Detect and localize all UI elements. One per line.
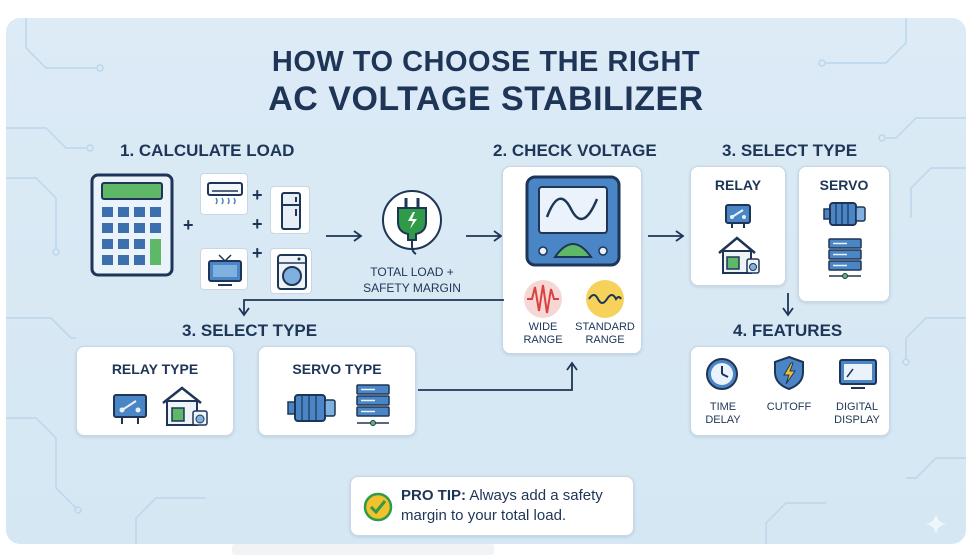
servo-type-card: SERVO TYPE [258,346,416,436]
shield-bolt-icon [774,355,804,391]
plus-operator: + [252,243,263,263]
voltmeter-icon [525,175,621,267]
standard-range-label-1: STANDARD [575,321,635,333]
arrow-connector [782,293,794,317]
plus-operator: + [252,214,263,234]
plus-operator: + [183,215,194,235]
motor-icon [823,202,866,226]
step-4-heading: 4. FEATURES [733,321,843,340]
relay-type-card: RELAY TYPE [76,346,234,436]
appliance-card [200,173,248,215]
features-card: TIME DELAY CUTOFF DIGITAL DISPLAY [690,346,890,436]
pro-tip-label: PRO TIP: [401,487,467,504]
check-icon [363,492,393,522]
motor-icon [287,394,336,422]
step-3-heading-right: 3. SELECT TYPE [722,141,858,160]
appliance-card [270,186,310,234]
wide-range-label-2: RANGE [523,334,563,346]
servo-card: SERVO [798,166,890,302]
sparkle-icon [925,513,947,535]
plug-icon [382,190,442,255]
plus-operator: + [252,185,263,205]
title-line-2: AC VOLTAGE STABILIZER [268,80,704,118]
check-voltage-card: WIDE RANGE STANDARD RANGE [502,166,642,354]
standard-wave-icon [586,280,624,318]
refrigerator-icon [281,192,301,230]
step-2-heading: 2. CHECK VOLTAGE [493,141,657,160]
pro-tip-line-2: margin to your total load. [401,507,567,524]
step-3-heading-left: 3. SELECT TYPE [182,321,318,340]
monitor-icon [839,359,877,389]
relay-icon [113,394,147,424]
relay-card: RELAY [690,166,786,286]
appliance-card [270,248,312,294]
air-conditioner-icon [207,182,243,205]
calculator-icon [90,173,174,277]
total-load-label-2: SAFETY MARGIN [363,281,461,295]
server-icon [828,238,862,279]
bottom-fade-bar [232,544,494,555]
relay-icon [725,204,751,228]
circuit-background [6,18,966,544]
pro-tip-line-1: Always add a safety [469,487,603,504]
pro-tip-box: PRO TIP: Always add a safety margin to y… [350,476,634,536]
time-delay-label-2: DELAY [705,414,741,426]
washing-machine-icon [277,254,307,290]
servo-title: SERVO [819,177,869,193]
appliance-card [200,248,248,290]
total-load-label-1: TOTAL LOAD + [370,265,454,279]
arrow-connector [326,230,363,242]
relay-type-title: RELAY TYPE [111,361,199,377]
server-icon [356,384,390,426]
wide-wave-icon [524,280,562,318]
title-line-1: HOW TO CHOOSE THE RIGHT [271,46,701,78]
clock-icon [706,358,738,390]
arrow-connector [648,230,685,242]
pro-tip-text: PRO TIP: Always add a safety margin to y… [401,486,629,526]
time-delay-label-1: TIME [709,401,737,413]
house-icon [718,236,760,274]
digital-display-label-1: DIGITAL [836,401,878,413]
arrow-connector [418,361,578,391]
step-1-heading: 1. CALCULATE LOAD [120,141,295,160]
digital-display-label-2: DISPLAY [834,414,880,426]
house-icon [162,386,208,426]
wide-range-label-1: WIDE [528,321,558,333]
arrow-connector [466,230,503,242]
television-icon [208,254,242,286]
relay-title: RELAY [714,177,762,193]
servo-type-title: SERVO TYPE [292,361,382,377]
arrow-connector [238,299,504,317]
standard-range-label-2: RANGE [585,334,625,346]
infographic-canvas: HOW TO CHOOSE THE RIGHT AC VOLTAGE STABI… [6,18,966,544]
cutoff-label: CUTOFF [766,401,812,413]
